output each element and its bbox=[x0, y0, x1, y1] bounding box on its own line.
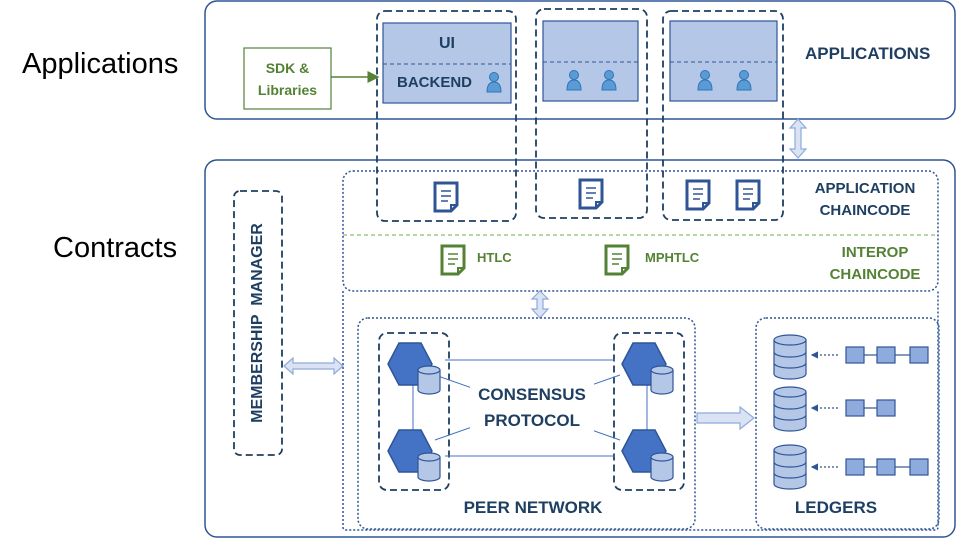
database-icon bbox=[650, 452, 674, 482]
vertical-double-arrow-apps bbox=[788, 118, 808, 159]
block-chain-icon bbox=[876, 458, 896, 476]
app-backend-label: BACKEND bbox=[397, 74, 472, 91]
application-chaincode-line-2: CHAINCODE bbox=[819, 202, 911, 219]
application-chaincode-label: APPLICATION CHAINCODE bbox=[790, 178, 940, 222]
sdk-libraries-label: SDK & Libraries bbox=[244, 57, 331, 101]
interop-chaincode-line-1: INTEROP bbox=[841, 244, 909, 261]
sdk-libraries-box bbox=[243, 47, 332, 110]
membership-manager-box bbox=[233, 190, 283, 456]
block-chain-icon bbox=[845, 399, 865, 417]
block-chain-icon bbox=[845, 458, 865, 476]
contracts-container bbox=[204, 159, 956, 538]
interop-chaincode-label: INTEROP CHAINCODE bbox=[800, 242, 950, 286]
database-icon bbox=[773, 386, 807, 432]
membership-manager-label: MEMBERSHIP MANAGER bbox=[249, 223, 266, 423]
database-icon bbox=[773, 334, 807, 380]
htlc-document-icon bbox=[440, 244, 466, 276]
block-chain-icon bbox=[909, 458, 929, 476]
app-ui-label: UI bbox=[439, 35, 455, 52]
consensus-line-2: PROTOCOL bbox=[483, 411, 581, 430]
network-region bbox=[342, 291, 939, 531]
document-icon bbox=[433, 181, 459, 213]
app-1-frame bbox=[376, 10, 517, 222]
block-chain-icon bbox=[845, 346, 865, 364]
app-2-box bbox=[542, 20, 639, 102]
document-icon bbox=[685, 179, 711, 211]
block-chain-icon bbox=[876, 399, 896, 417]
applications-container bbox=[204, 0, 956, 120]
app-3-frame bbox=[662, 10, 784, 221]
applications-title: APPLICATIONS bbox=[805, 44, 931, 63]
ledgers-box bbox=[755, 317, 940, 530]
document-icon bbox=[735, 179, 761, 211]
horizontal-double-arrow-membership bbox=[283, 356, 344, 376]
ledgers-label: LEDGERS bbox=[794, 498, 878, 517]
database-icon bbox=[650, 365, 674, 395]
database-icon bbox=[417, 452, 441, 482]
consensus-line-1: CONSENSUS bbox=[478, 385, 586, 404]
sdk-line-2: Libraries bbox=[257, 82, 318, 98]
app-2-frame bbox=[535, 8, 648, 219]
peer-to-ledgers-arrow bbox=[696, 405, 755, 431]
vertical-double-arrow-network bbox=[530, 290, 550, 319]
row-label-applications: Applications bbox=[22, 48, 179, 80]
peer-network-label: PEER NETWORK bbox=[463, 498, 603, 517]
mphtlc-label: MPHTLC bbox=[645, 250, 700, 265]
mphtlc-document-icon bbox=[604, 244, 630, 276]
htlc-label: HTLC bbox=[477, 250, 512, 265]
application-chaincode-line-1: APPLICATION bbox=[814, 180, 916, 197]
row-label-contracts: Contracts bbox=[53, 232, 178, 264]
peer-network-box bbox=[357, 317, 696, 530]
block-chain-icon bbox=[876, 346, 896, 364]
database-icon bbox=[417, 365, 441, 395]
peer-left-frame bbox=[378, 332, 450, 491]
block-chain-icon bbox=[909, 346, 929, 364]
consensus-protocol-label: CONSENSUS PROTOCOL bbox=[470, 382, 594, 434]
chaincode-region bbox=[342, 170, 939, 292]
app-3-box bbox=[669, 20, 778, 102]
sdk-line-1: SDK & bbox=[265, 60, 310, 76]
database-icon bbox=[773, 444, 807, 490]
interop-chaincode-line-2: CHAINCODE bbox=[829, 266, 921, 283]
document-icon bbox=[578, 178, 604, 210]
peer-right-frame bbox=[613, 332, 685, 491]
